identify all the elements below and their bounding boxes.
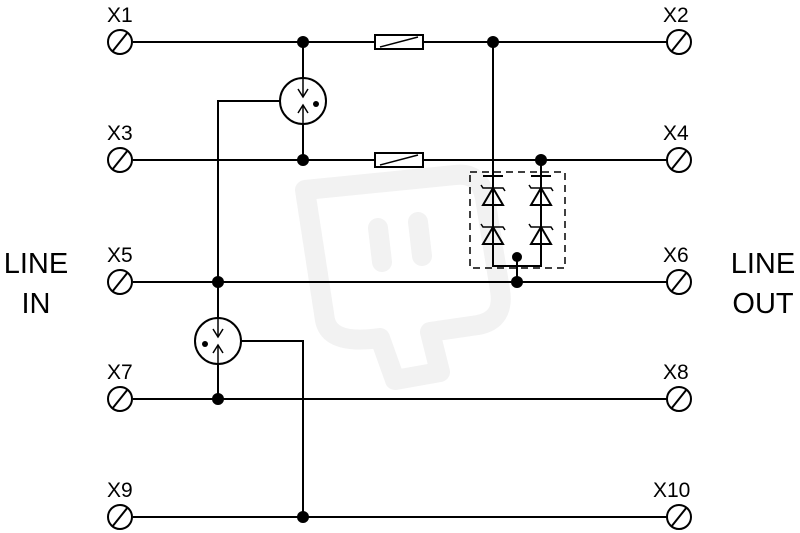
gas-discharge-tube-icon [217, 42, 327, 282]
terminal-x10 [666, 504, 692, 530]
terminal-label-x5: X5 [107, 244, 133, 267]
terminal-x1 [107, 29, 133, 55]
terminal-x5 [107, 269, 133, 295]
terminal-x3 [107, 147, 133, 173]
junction-dots [212, 36, 547, 523]
tvs-diode-icon [528, 176, 554, 256]
terminal-label-x4: X4 [663, 122, 689, 145]
line-in-label-2: IN [22, 288, 51, 320]
line-out-label-1: LINE [731, 248, 795, 280]
terminal-label-x3: X3 [107, 122, 133, 145]
terminal-label-x2: X2 [663, 4, 689, 27]
terminal-label-x9: X9 [107, 479, 133, 502]
terminal-x6 [666, 269, 692, 295]
terminal-label-x10: X10 [653, 479, 690, 502]
plug-watermark-icon [295, 164, 511, 390]
fuse-icon [374, 152, 424, 168]
fuse-icon [374, 34, 424, 50]
terminal-x8 [666, 386, 692, 412]
terminal-label-x1: X1 [107, 4, 133, 27]
line-in-label-1: LINE [4, 248, 68, 280]
terminal-label-x6: X6 [663, 244, 689, 267]
line-out-label-2: OUT [732, 288, 794, 320]
terminal-label-x8: X8 [663, 361, 689, 384]
terminal-x9 [107, 504, 133, 530]
terminal-label-x7: X7 [107, 361, 133, 384]
terminal-x4 [666, 147, 692, 173]
tvs-diode-icon [480, 176, 506, 256]
terminal-x2 [666, 29, 692, 55]
terminal-x7 [107, 386, 133, 412]
